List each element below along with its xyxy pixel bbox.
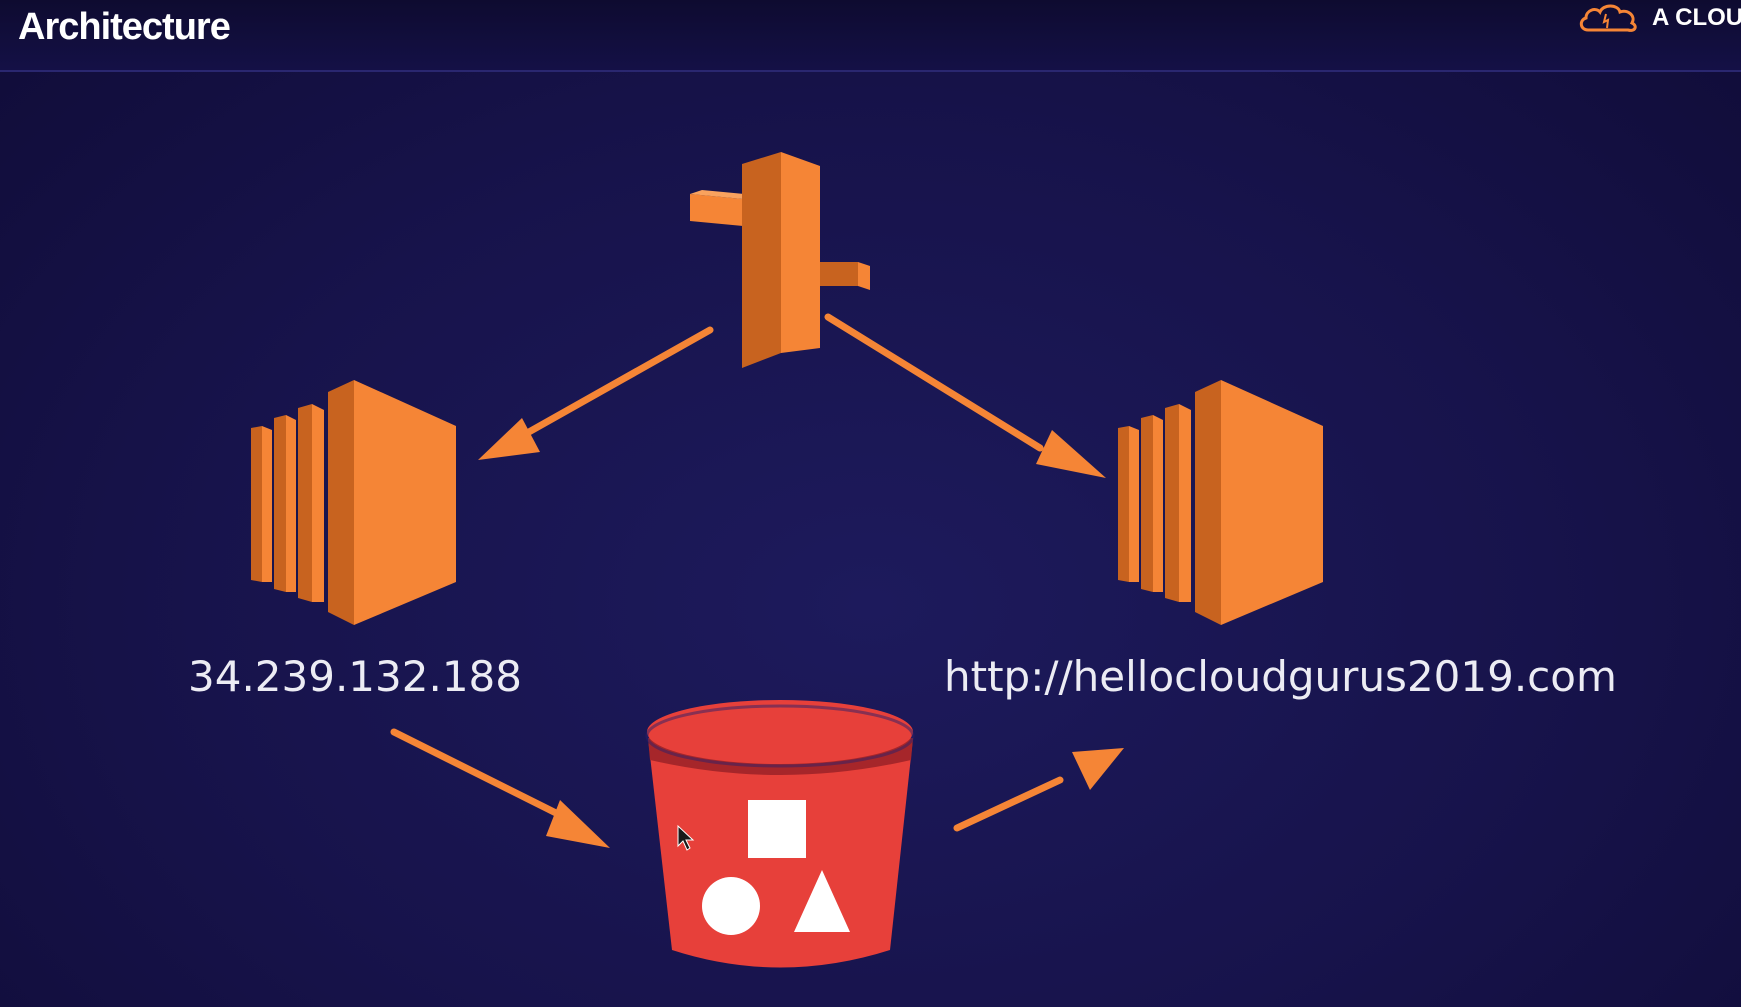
ec2-left-icon	[251, 380, 456, 625]
brand-logo: A CLOU	[1578, 0, 1741, 36]
slide-header: Architecture A CLOU	[0, 0, 1741, 72]
cloud-logo-icon	[1579, 4, 1637, 32]
ec2-left-label: 34.239.132.188	[188, 652, 522, 701]
s3-bucket-icon	[645, 700, 915, 968]
ec2-right-label: http://hellocloudgurus2019.com	[944, 652, 1617, 701]
arrow-route53-to-ec2-left	[478, 326, 714, 460]
mouse-cursor-icon	[677, 824, 695, 851]
brand-name: A CLOU	[1652, 4, 1741, 31]
arrow-ec2-left-to-s3	[390, 728, 610, 848]
arrow-route53-to-ec2-right	[824, 313, 1106, 478]
route53-icon	[690, 152, 870, 368]
ec2-right-icon	[1118, 380, 1323, 625]
arrow-s3-to-ec2-right	[953, 748, 1124, 832]
page-title: Architecture	[18, 6, 231, 48]
